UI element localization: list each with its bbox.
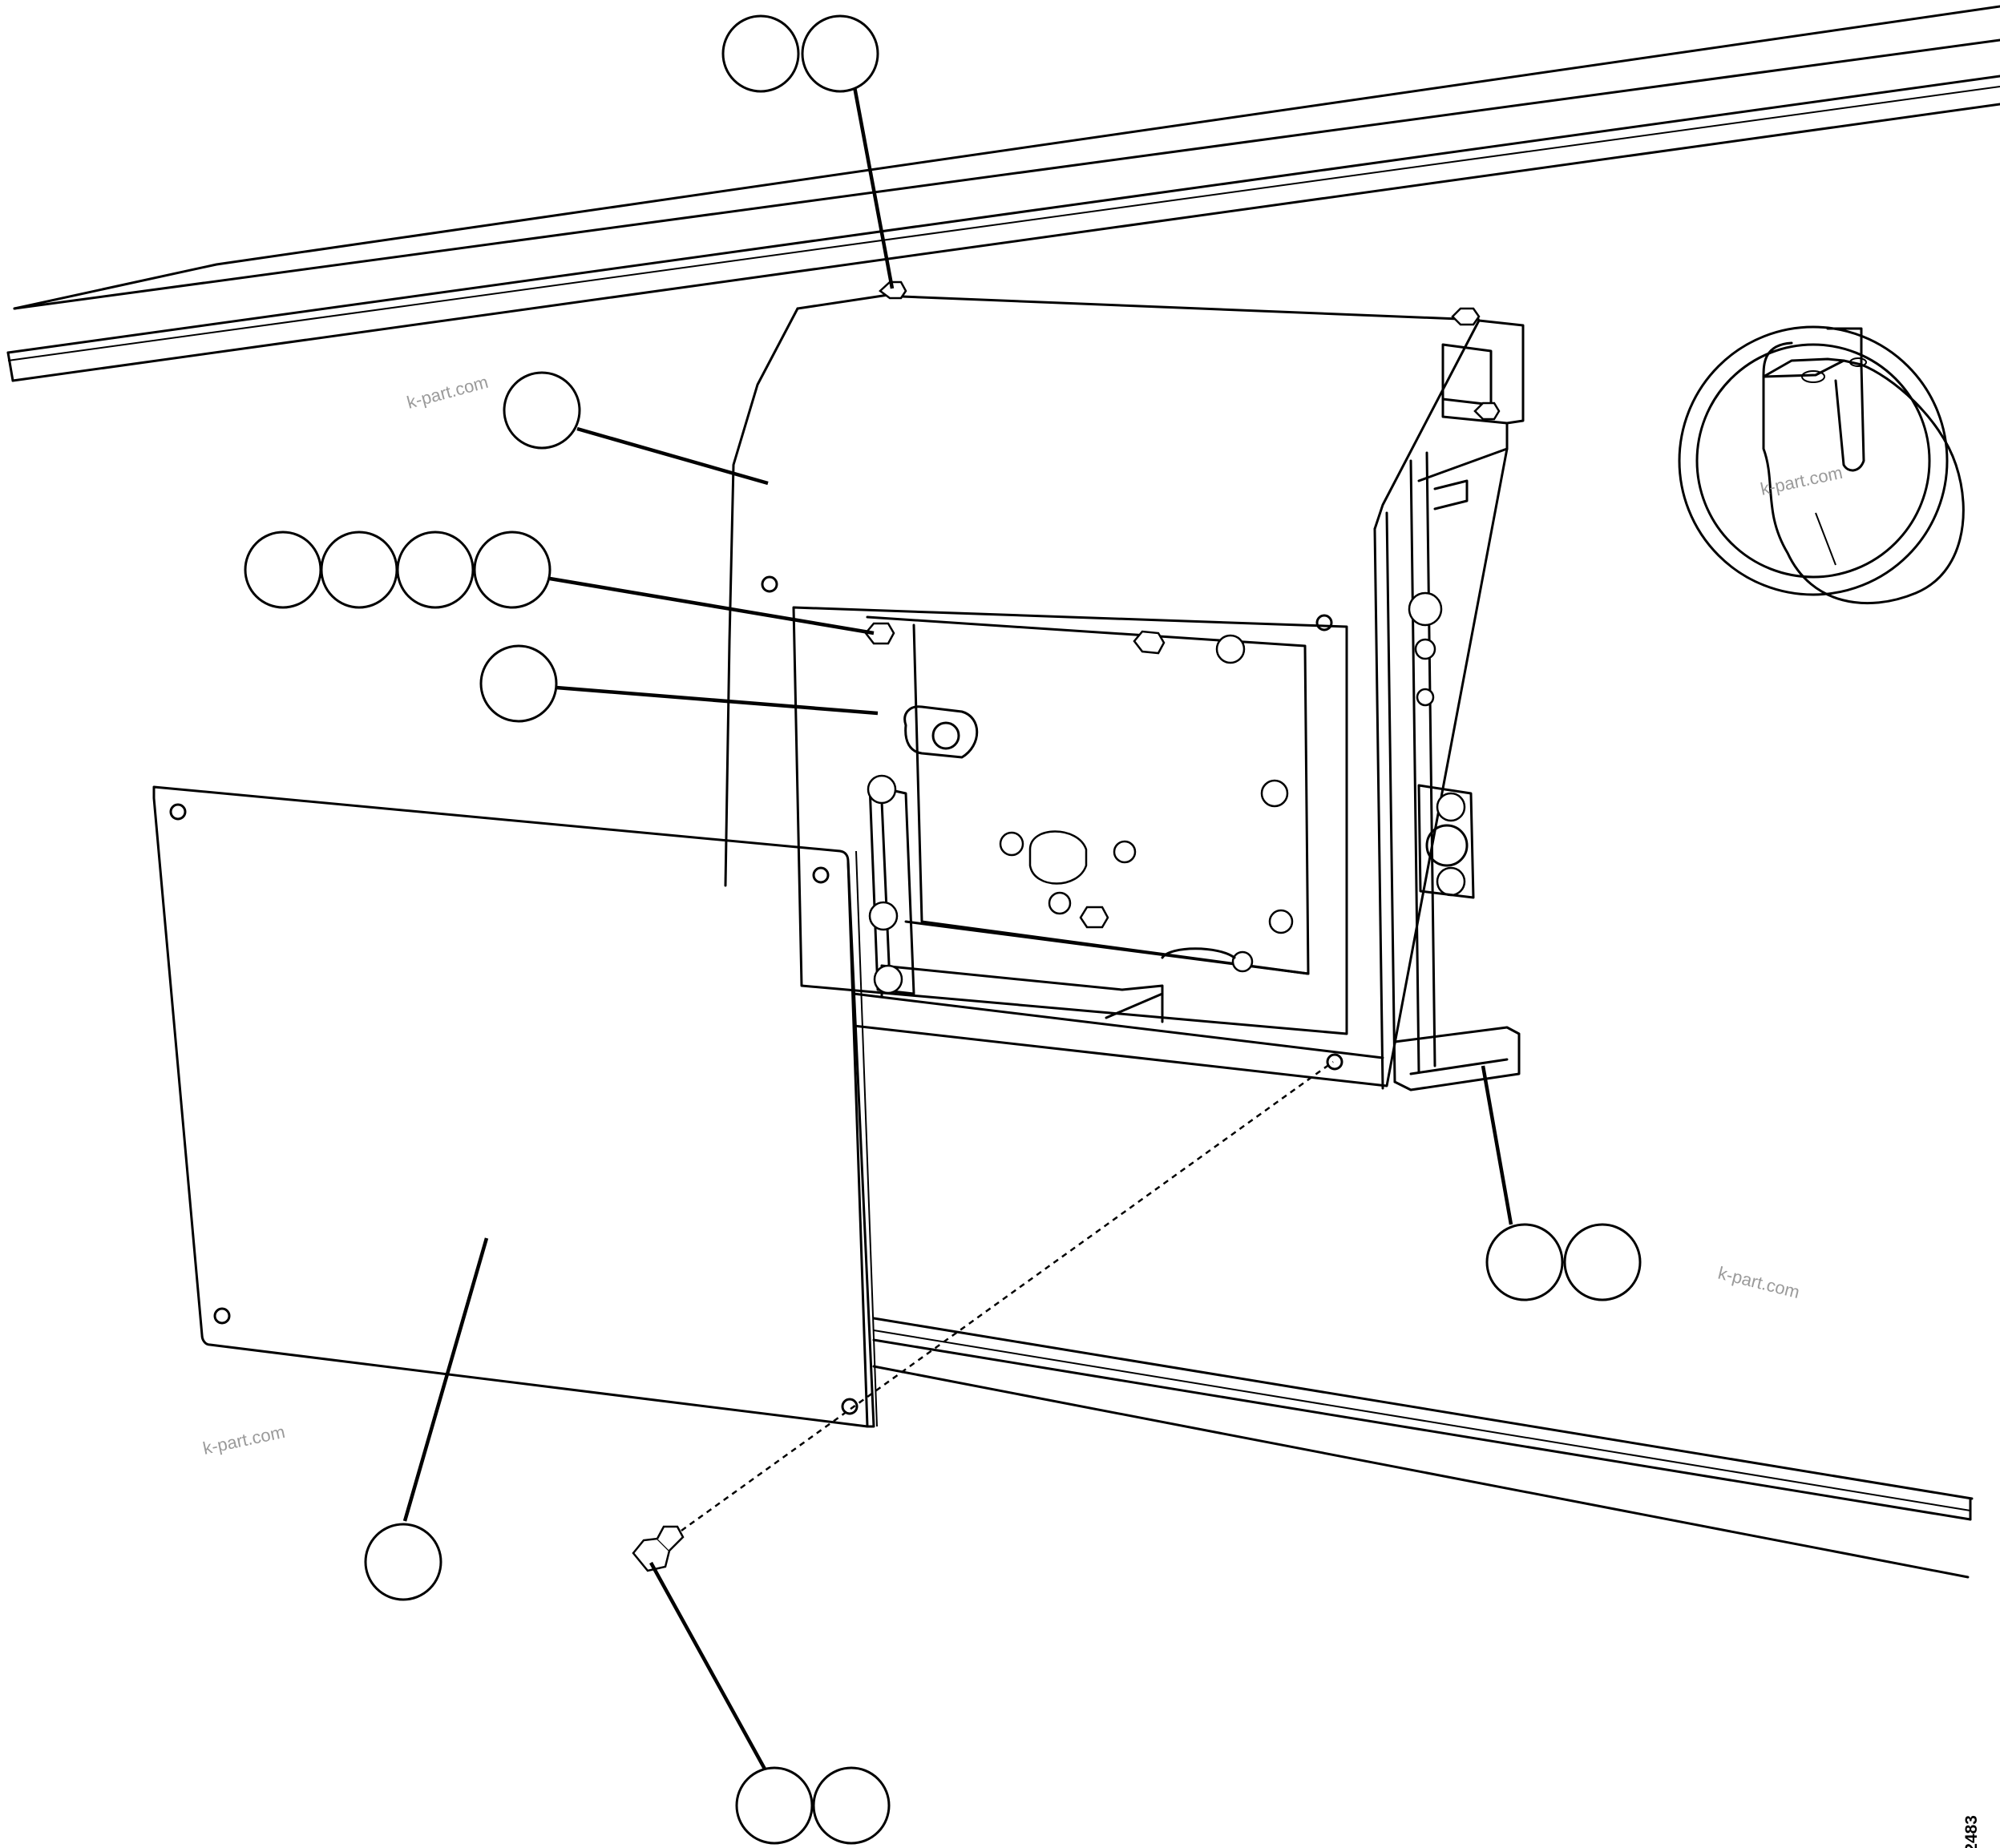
- watermark: k-part.com: [405, 372, 491, 413]
- watermark: k-part.com: [1759, 462, 1844, 499]
- watermark: k-part.com: [1716, 1263, 1802, 1302]
- callout-loose-bolt: [735, 1766, 891, 1845]
- inner-panel-assembly: [792, 591, 1475, 1035]
- callout-right-bracket-bolt: [1485, 1223, 1642, 1301]
- callout-balloon: [503, 371, 581, 450]
- callout-cover-plate: [364, 1523, 442, 1601]
- bottom-rail: [872, 1317, 1974, 1579]
- top-rail: [6, 5, 2000, 382]
- callout-balloon: [1563, 1223, 1642, 1301]
- loose-bolt: [632, 1060, 1334, 1572]
- watermark: k-part.com: [201, 1422, 287, 1459]
- callout-balloon: [801, 14, 879, 93]
- round-port: [1678, 325, 1965, 605]
- callout-balloon: [479, 644, 558, 723]
- callout-balloon: [721, 14, 800, 93]
- callout-balloon: [735, 1766, 814, 1845]
- leader-lines: [402, 82, 1513, 1781]
- callout-balloon: [812, 1766, 891, 1845]
- figure-number: 42483: [1962, 1815, 1981, 1848]
- callout-balloon: [1485, 1223, 1564, 1301]
- callout-cover-housing: [503, 371, 581, 450]
- callout-balloon: [364, 1523, 442, 1601]
- callout-balloon: [396, 531, 475, 609]
- callout-upper-left-bolt: [244, 531, 552, 609]
- callout-balloon: [473, 531, 552, 609]
- callout-top-bolt: [721, 14, 879, 93]
- callout-balloon: [244, 531, 322, 609]
- callout-inner-panel: [479, 644, 558, 723]
- cover-plate: [152, 785, 878, 1428]
- callout-balloon: [320, 531, 398, 609]
- housing: [724, 280, 1525, 1091]
